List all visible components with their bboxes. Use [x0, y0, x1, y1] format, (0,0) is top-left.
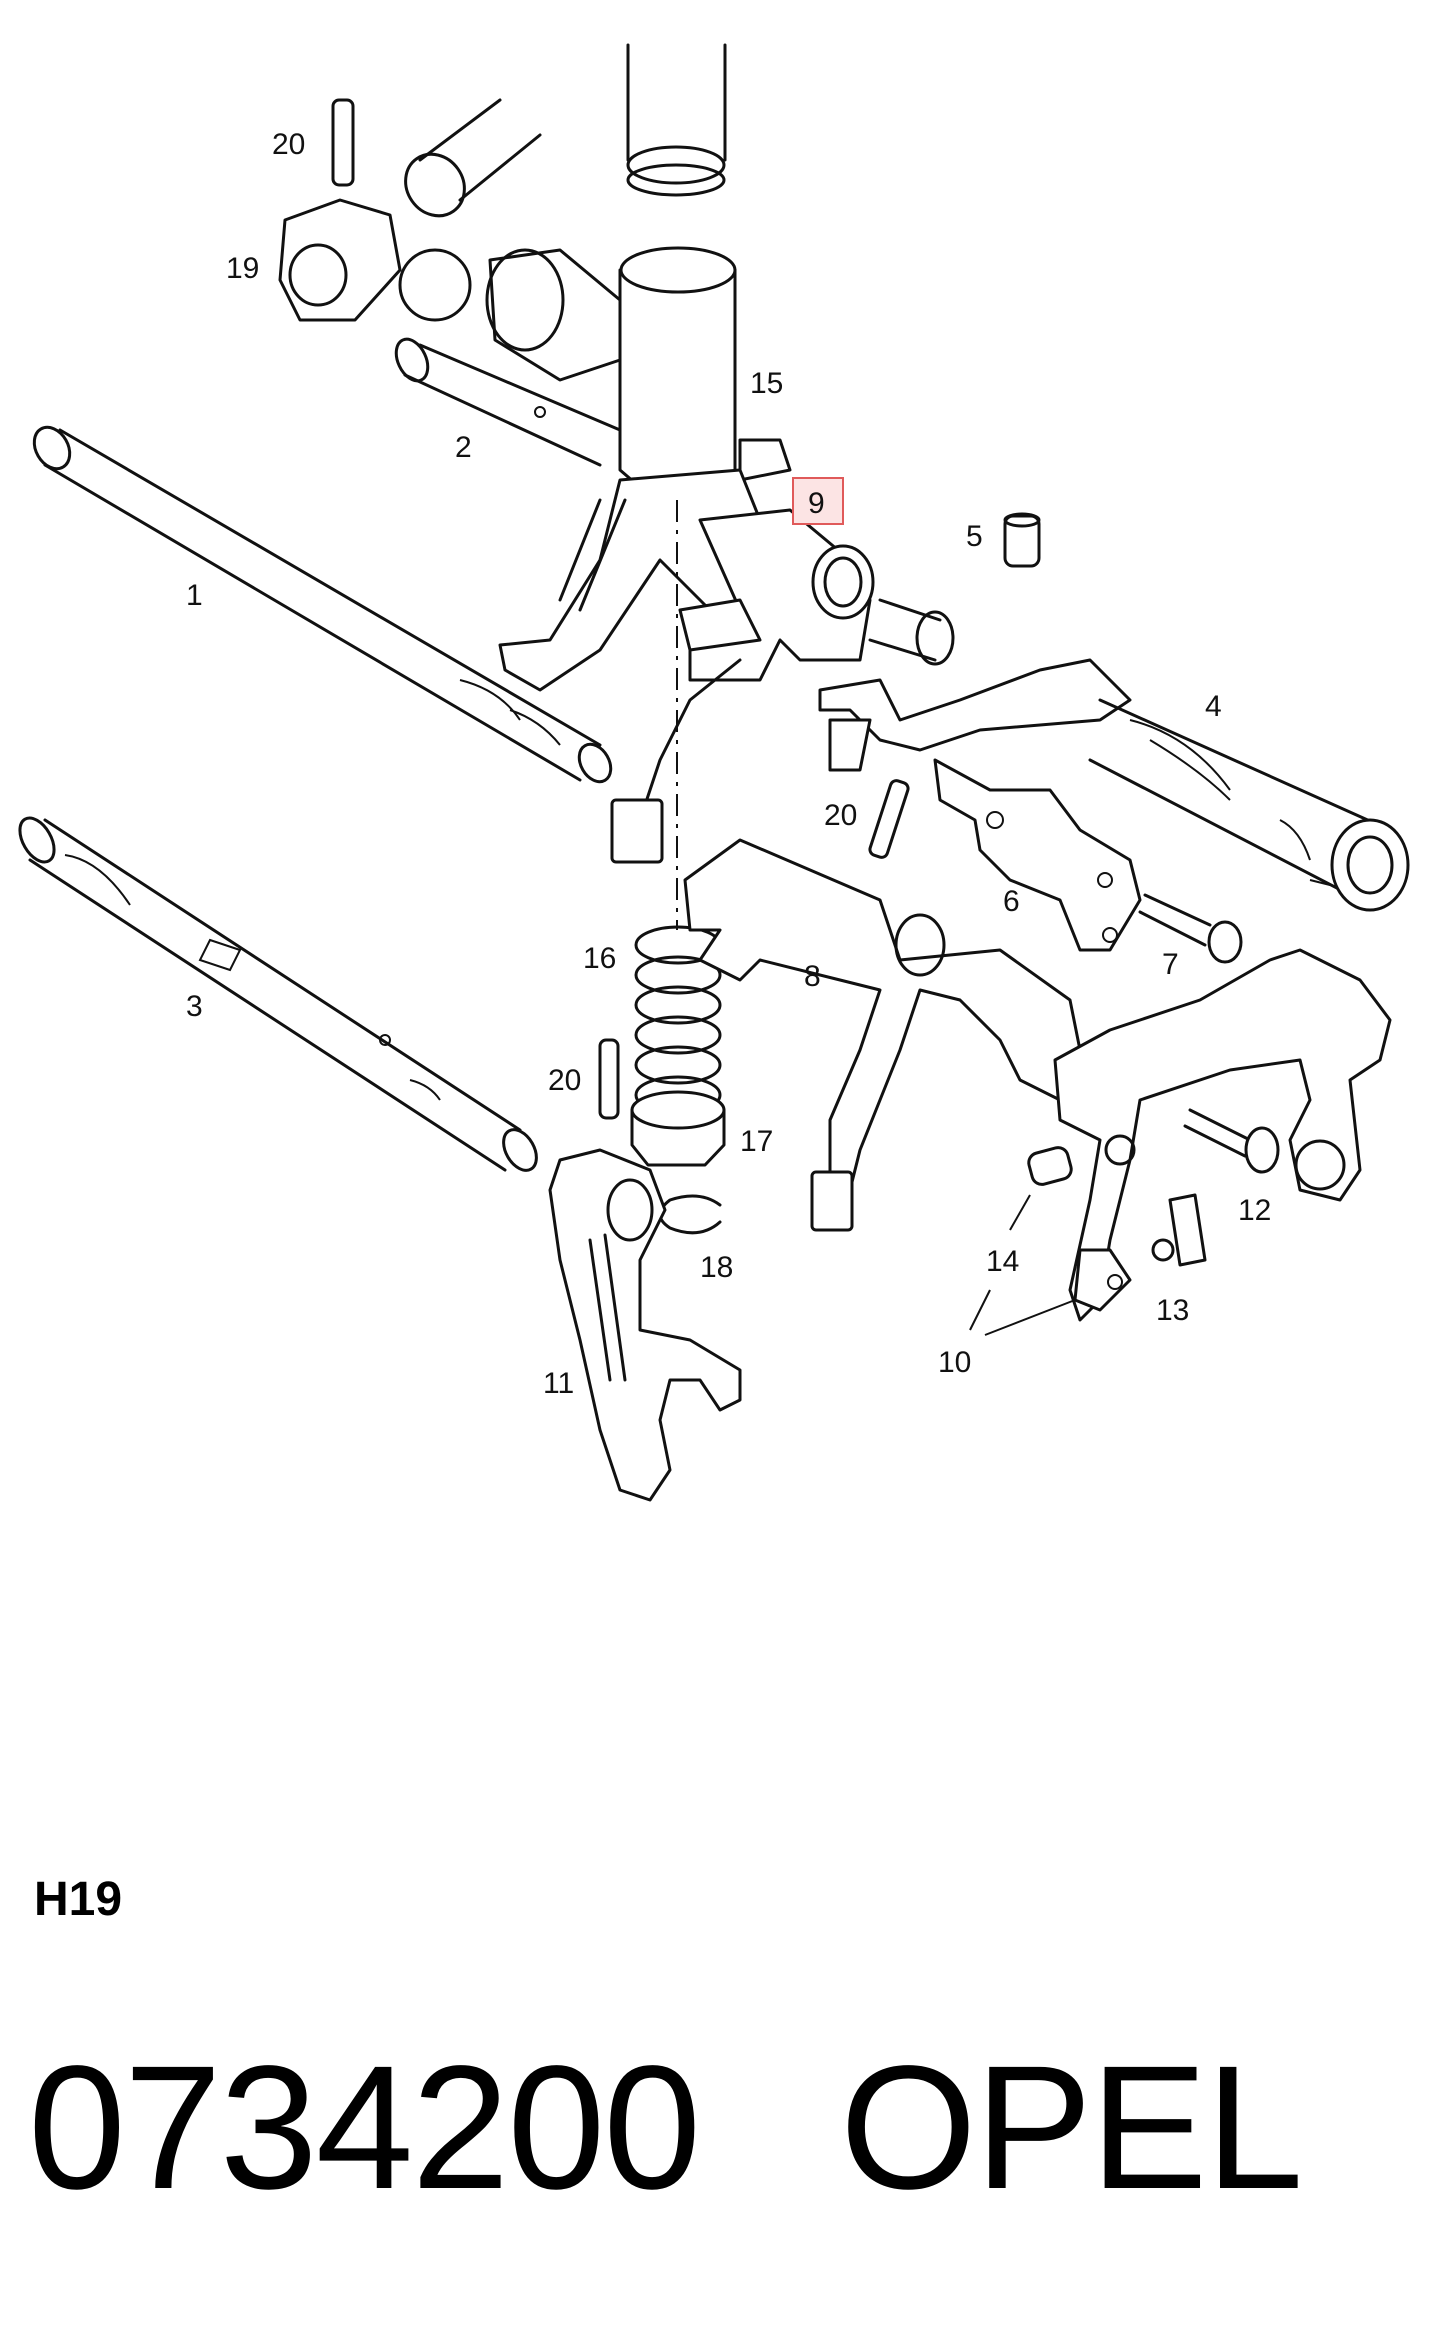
screw-7 — [1138, 893, 1243, 964]
sleeve-5 — [1003, 512, 1041, 568]
part-6-bracket — [933, 758, 1142, 952]
bracket-10 — [1053, 948, 1392, 1322]
callout-7: 7 — [1162, 948, 1179, 981]
callout-2: 2 — [455, 431, 472, 464]
fork-11 — [548, 1148, 742, 1502]
exploded-parts-diagram: 20 19 15 2 1 9 5 4 20 3 16 8 6 7 20 17 1… — [18, 43, 1410, 1502]
upper-rod — [404, 98, 542, 218]
callout-14: 14 — [986, 1245, 1019, 1278]
callout-19: 19 — [226, 252, 259, 285]
clip-13 — [1151, 1193, 1207, 1267]
part-number-footer: 0734200 OPEL — [28, 2040, 1303, 2216]
fork-8 — [683, 838, 1082, 1232]
part-19-coupling — [278, 198, 472, 322]
ring-18 — [658, 1194, 722, 1235]
shaft-4 — [818, 658, 1410, 912]
pin-20-top — [331, 98, 355, 187]
section-code: H19 — [34, 1873, 123, 1926]
shaft-1 — [32, 425, 613, 784]
callout-11: 11 — [543, 1367, 574, 1400]
pin-20-lower — [598, 1038, 620, 1120]
part-9-fork — [610, 508, 955, 864]
leader-10a — [969, 1289, 991, 1331]
callout-20-middle: 20 — [824, 799, 857, 832]
callout-1: 1 — [186, 579, 203, 612]
leader-14 — [1009, 1194, 1031, 1231]
callout-9-highlight — [792, 477, 844, 525]
callout-9: 9 — [808, 487, 825, 520]
pin-20-middle — [868, 779, 910, 859]
callout-12: 12 — [1238, 1194, 1271, 1227]
rod-2 — [394, 337, 622, 467]
callout-3: 3 — [186, 990, 203, 1023]
top-shaft — [626, 43, 727, 197]
callout-10: 10 — [938, 1346, 971, 1379]
callout-16: 16 — [583, 942, 616, 975]
leader-10b — [984, 1299, 1076, 1336]
callout-17: 17 — [740, 1125, 773, 1158]
callout-15: 15 — [750, 367, 783, 400]
callout-13: 13 — [1156, 1294, 1189, 1327]
callout-4: 4 — [1205, 690, 1222, 723]
callout-20-top: 20 — [272, 128, 305, 161]
brand-name: OPEL — [839, 2030, 1304, 2226]
screw-12 — [1183, 1108, 1280, 1174]
callout-18: 18 — [700, 1251, 733, 1284]
part-number: 0734200 — [28, 2030, 701, 2226]
callout-20-lower: 20 — [548, 1064, 581, 1097]
callout-8: 8 — [804, 960, 821, 993]
cup-17 — [630, 1090, 726, 1167]
callout-6: 6 — [1003, 885, 1020, 918]
pin-14 — [1027, 1146, 1073, 1186]
shaft-3 — [18, 816, 538, 1172]
callout-5: 5 — [966, 520, 983, 553]
